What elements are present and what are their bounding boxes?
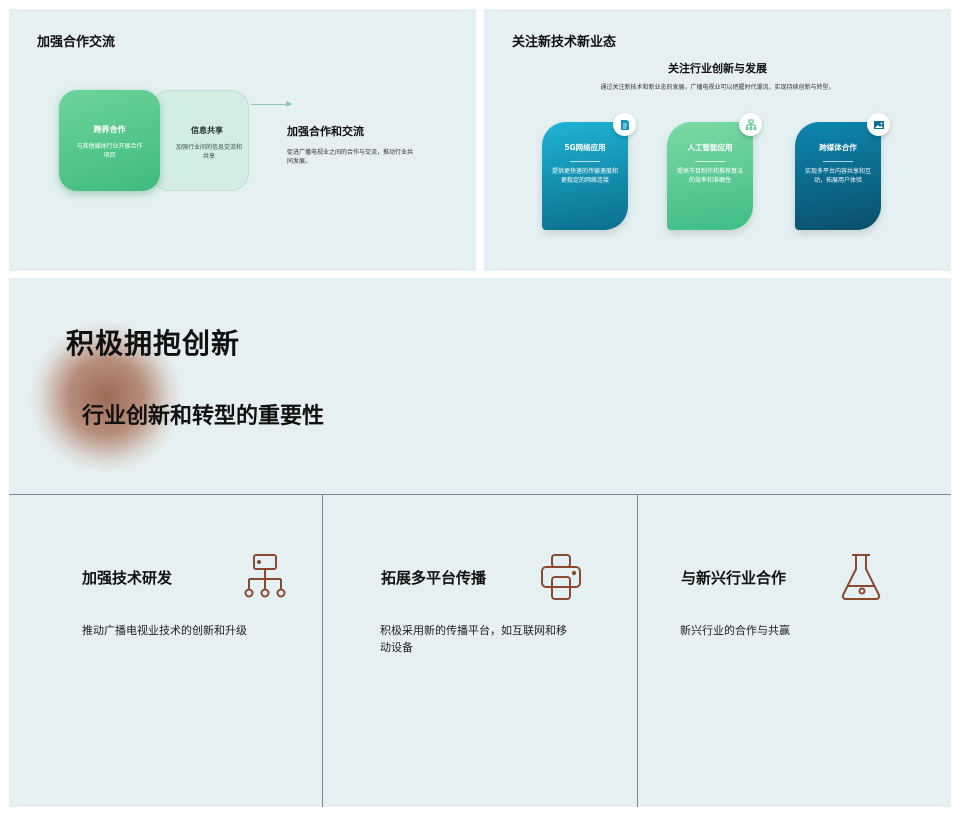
card-text: 与其他媒体行业开展合作项目 <box>76 143 143 159</box>
tile-title: 跨媒体合作 <box>819 143 857 152</box>
network-icon <box>739 113 762 136</box>
card-title: 信息共享 <box>191 126 223 135</box>
section-heading: 加强合作和交流 <box>287 125 364 138</box>
cell-text: 推动广播电视业技术的创新和升级 <box>82 624 247 637</box>
slide-title: 关注新技术新业态 <box>512 35 617 50</box>
tile-divider <box>823 161 853 162</box>
divider <box>322 494 323 807</box>
cell-text-line: 动设备 <box>380 641 413 654</box>
cell-text: 积极采用新的传播平台，如互联网和移 动设备 <box>380 622 567 656</box>
cell-title: 拓展多平台传播 <box>381 569 487 587</box>
tile-divider <box>570 161 600 162</box>
flask-icon <box>841 554 881 600</box>
section-description: 促进广播电视业之间的合作与交流，推动行业共同发展。 <box>287 149 414 165</box>
divider <box>637 494 638 807</box>
tile-text: 提供更快速的传输速度和更稳定的网络连接 <box>552 168 619 184</box>
printer-icon <box>541 554 581 600</box>
slide-subtitle: 关注行业创新与发展 <box>668 62 767 75</box>
cell-title: 加强技术研发 <box>82 569 173 587</box>
cell-title: 与新兴行业合作 <box>681 569 787 587</box>
arrow-right-icon <box>251 101 292 107</box>
tile-ai: 人工智能应用 提高节目制作和推荐算法的效率和准确性 <box>667 122 753 230</box>
card-title: 跨界合作 <box>93 125 126 134</box>
slide-new-tech: 关注新技术新业态 关注行业创新与发展 通过关注新技术和新业态的发展，广播电视业可… <box>484 9 951 271</box>
slide-cooperation: 加强合作交流 跨界合作 与其他媒体行业开展合作项目 信息共享 加强行业间的信息交… <box>9 9 476 271</box>
image-icon <box>867 113 890 136</box>
tile-text: 实现多平台内容共享和互动，拓展用户体验 <box>805 168 872 184</box>
cell-text-line: 积极采用新的传播平台，如互联网和移 <box>380 624 567 637</box>
tile-text: 提高节目制作和推荐算法的效率和准确性 <box>677 168 744 184</box>
cell-text: 新兴行业的合作与共赢 <box>680 624 790 637</box>
slide-subtitle: 行业创新和转型的重要性 <box>82 404 325 429</box>
card-text: 加强行业间的信息交流和共享 <box>175 144 242 160</box>
tile-5g: 5G网络应用 提供更快速的传输速度和更稳定的网络连接 <box>542 122 628 230</box>
slide-title: 加强合作交流 <box>37 35 116 50</box>
tile-title: 人工智能应用 <box>687 143 733 152</box>
decorative-blob <box>31 322 181 472</box>
tile-cross-media: 跨媒体合作 实现多平台内容共享和互动，拓展用户体验 <box>795 122 881 230</box>
cross-industry-card: 跨界合作 与其他媒体行业开展合作项目 <box>59 90 160 191</box>
document-icon <box>613 113 636 136</box>
slide-description: 通过关注新技术和新业态的发展，广播电视业可以把握时代潮流，实现持续创新与转型。 <box>600 84 835 91</box>
divider <box>9 494 951 495</box>
tile-title: 5G网络应用 <box>564 143 606 152</box>
slide-embrace-innovation: 积极拥抱创新 行业创新和转型的重要性 加强技术研发 推动广播电视业技术的创新和升… <box>9 278 951 807</box>
info-sharing-card: 信息共享 加强行业间的信息交流和共享 <box>151 90 249 191</box>
tile-divider <box>695 161 725 162</box>
slide-title: 积极拥抱创新 <box>66 327 241 360</box>
hierarchy-icon <box>244 554 286 598</box>
